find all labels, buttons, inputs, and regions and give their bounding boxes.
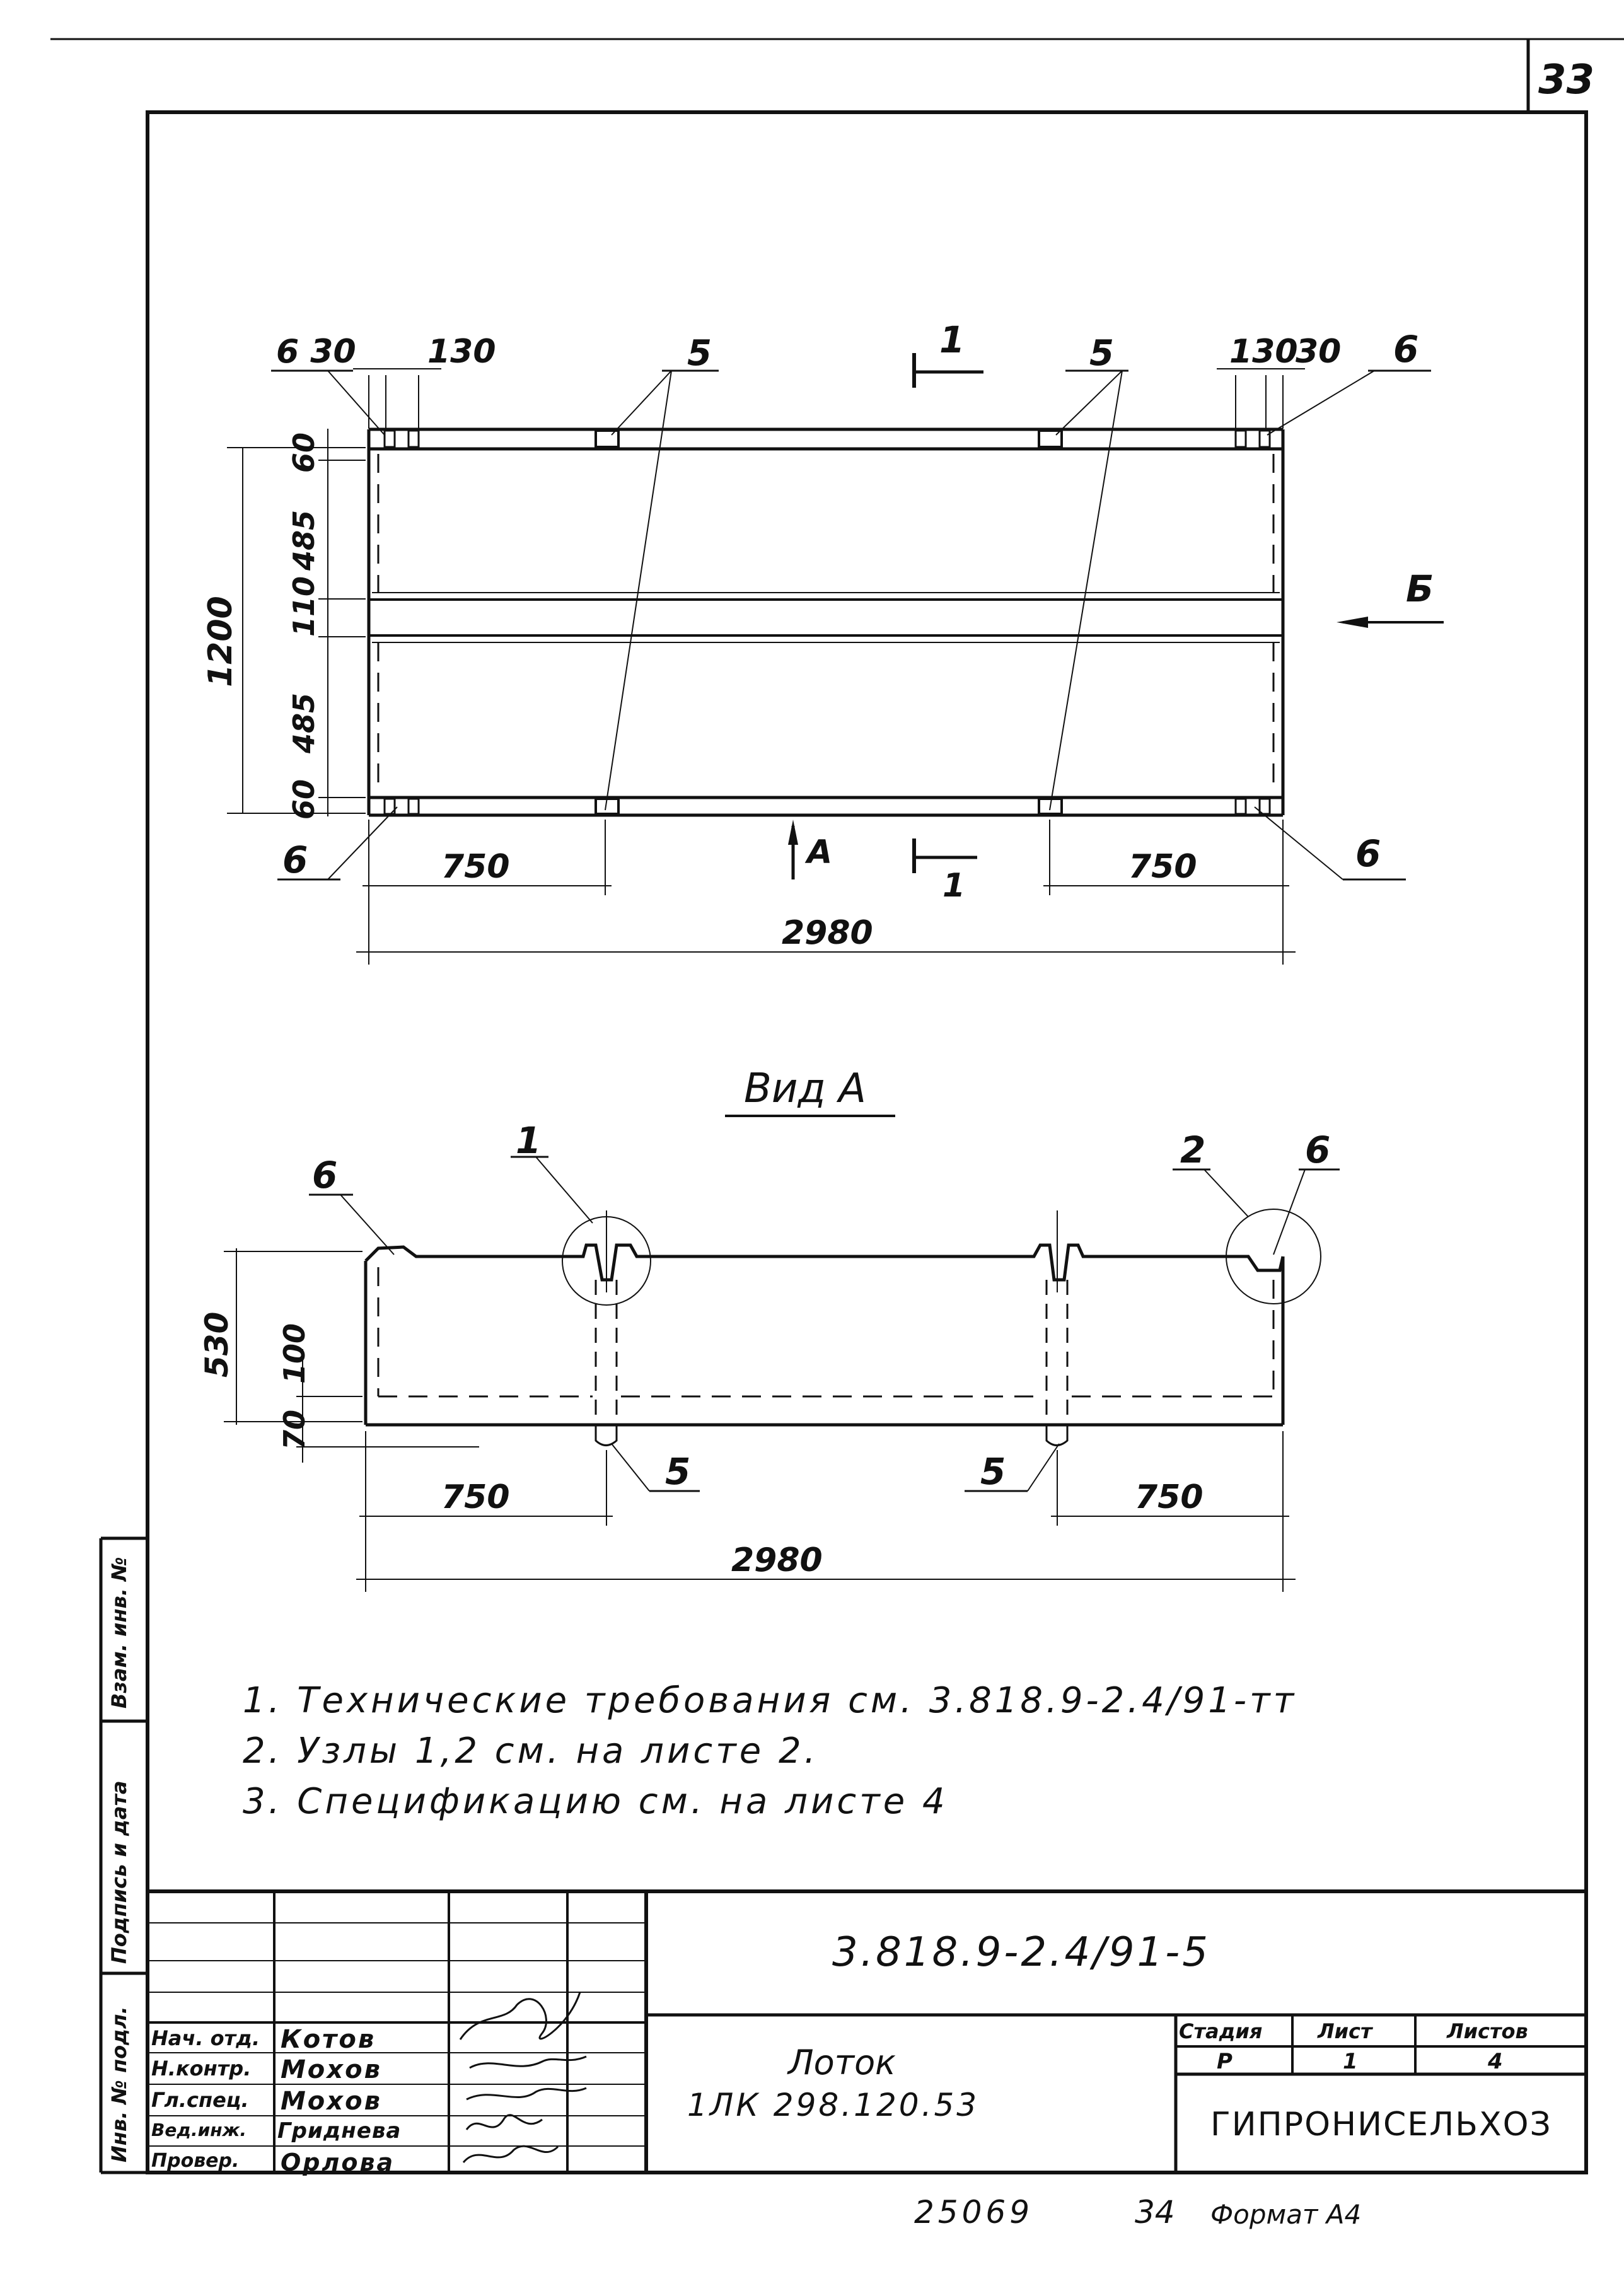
dim-2980-plan: 2980: [782, 914, 873, 952]
dim-top-right-30: 30: [1296, 333, 1342, 371]
view-a-mark: А: [807, 833, 833, 871]
footer-format: Формат А4: [1210, 2199, 1362, 2230]
name-kotov: Котов: [281, 2025, 376, 2054]
dim-top-left: 6 30: [276, 333, 356, 371]
view-a-dim-2980: 2980: [731, 1541, 823, 1579]
role-checker: Провер.: [151, 2150, 240, 2172]
sheet-frame: [146, 110, 1588, 2174]
name-mokhov-2: Мохов: [281, 2087, 382, 2116]
side-stamp-replace: Взам. инв. №: [107, 1557, 131, 1709]
label-6-top-right: 6: [1393, 328, 1419, 371]
view-a-label-2: 2: [1180, 1128, 1206, 1171]
sheet-value: 1: [1343, 2049, 1358, 2074]
sheets-value: 4: [1488, 2049, 1503, 2074]
doc-code: 3.818.9-2.4/91-5: [832, 1929, 1210, 1976]
dim-top-right-130: 130: [1229, 333, 1298, 371]
note-3: 3. Спецификацию см. на листе 4: [243, 1781, 948, 1822]
view-a-label-1: 1: [516, 1119, 542, 1162]
dim-485-bottom: 485: [287, 692, 321, 753]
product-name: Лоток: [788, 2043, 896, 2082]
label-6-bottom-right: 6: [1355, 832, 1381, 875]
plan-view: [227, 353, 1444, 965]
stage-header: Стадия: [1179, 2019, 1263, 2043]
sheet-header: Лист: [1318, 2019, 1372, 2043]
footer-number: 25069: [914, 2194, 1034, 2231]
role-head-dept: Нач. отд.: [151, 2026, 260, 2050]
stage-value: Р: [1217, 2049, 1232, 2074]
note-1: 1. Технические требования см. 3.818.9-2.…: [243, 1680, 1297, 1721]
product-code: 1ЛК 298.120.53: [687, 2087, 980, 2123]
note-2: 2. Узлы 1,2 см. на листе 2.: [243, 1731, 819, 1772]
title-block-frame: [148, 1889, 1586, 2173]
side-stamp-frame: [99, 1536, 148, 2174]
view-a-elevation: [224, 1115, 1340, 1592]
dim-1200: 1200: [202, 596, 240, 687]
view-a-dim-750-left: 750: [441, 1478, 510, 1516]
dim-750-right: 750: [1128, 848, 1197, 886]
view-a-title: Вид А: [744, 1065, 866, 1112]
role-norm-control: Н.контр.: [151, 2057, 252, 2080]
dim-60-top: 60: [287, 432, 321, 473]
section-mark-top: 1: [939, 318, 965, 361]
view-a-dim-750-right: 750: [1135, 1478, 1204, 1516]
view-a-dim-70: 70: [277, 1409, 311, 1450]
label-5-left: 5: [687, 333, 712, 374]
view-a-dim-530: 530: [199, 1311, 235, 1378]
sheets-header: Листов: [1447, 2019, 1528, 2043]
footer-page: 34: [1135, 2194, 1175, 2231]
organization: ГИПРОНИСЕЛЬХОЗ: [1210, 2106, 1552, 2144]
name-mokhov-1: Мохов: [281, 2055, 382, 2084]
dim-750-left: 750: [441, 848, 510, 886]
page-number: 33: [1538, 57, 1595, 103]
dim-60-bottom: 60: [287, 779, 321, 820]
role-lead-eng: Вед.инж.: [151, 2120, 247, 2140]
dim-top-left-130: 130: [427, 333, 496, 371]
view-a-label-6-right: 6: [1305, 1128, 1331, 1171]
name-gridneva: Гриднева: [277, 2118, 402, 2144]
view-arrow-b: Б: [1406, 567, 1434, 610]
side-stamp-signature: Подпись и дата: [107, 1780, 131, 1964]
view-a-dim-100: 100: [277, 1323, 311, 1384]
label-5-right: 5: [1089, 333, 1114, 374]
view-a-label-5-right: 5: [980, 1450, 1006, 1493]
view-a-label-6-left: 6: [312, 1154, 338, 1197]
name-orlova: Орлова: [281, 2149, 395, 2176]
signatures: [459, 1992, 587, 2163]
section-mark-bottom: 1: [942, 867, 966, 905]
side-stamp-inventory: Инв. № подл.: [107, 2006, 131, 2162]
role-chief-spec: Гл.спец.: [151, 2088, 249, 2112]
label-6-bottom-left: 6: [282, 838, 308, 881]
view-a-label-5-left: 5: [665, 1450, 691, 1493]
dim-110: 110: [287, 576, 321, 637]
dim-485-top: 485: [287, 509, 321, 571]
